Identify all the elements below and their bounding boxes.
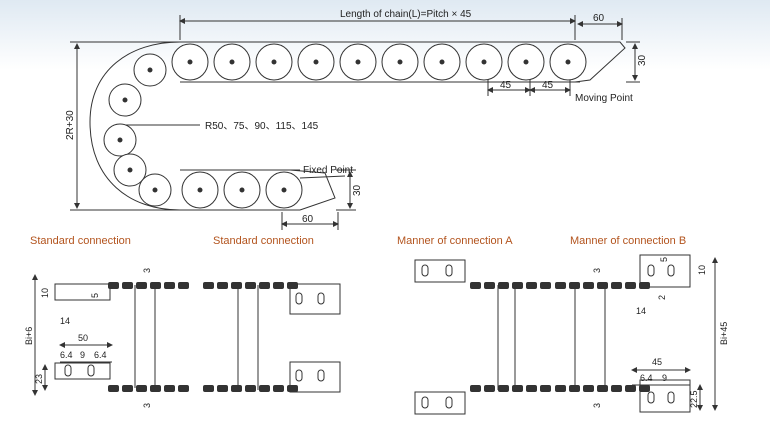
svg-text:45: 45: [652, 357, 662, 367]
svg-text:Bi+6: Bi+6: [24, 327, 34, 345]
chain-bar-segment: [597, 282, 608, 289]
chain-bar-segment: [108, 282, 119, 289]
chain-bar-segment: [178, 385, 189, 392]
title-standard-connection-1: Standard connection: [30, 235, 131, 247]
svg-text:Bi+45: Bi+45: [719, 322, 729, 345]
fixed-height-label: 30: [352, 184, 363, 196]
chain-bar-segment: [273, 282, 284, 289]
svg-text:3: 3: [592, 403, 602, 408]
chain-bar-segment: [512, 385, 523, 392]
svg-text:10: 10: [40, 288, 50, 298]
chain-bar-segment: [259, 385, 270, 392]
svg-text:9: 9: [662, 373, 667, 383]
chain-bar-segment: [611, 385, 622, 392]
chain-bar-segment: [625, 385, 636, 392]
pitch-label-a: 45: [500, 80, 512, 91]
chain-bar-segment: [526, 385, 537, 392]
chain-bar-segment: [122, 385, 133, 392]
chain-bar-segment: [498, 282, 509, 289]
chain-bar-segment: [540, 385, 551, 392]
pitch-label-b: 45: [542, 80, 554, 91]
svg-text:2: 2: [657, 295, 667, 300]
chain-bar-segment: [231, 282, 242, 289]
moving-end-plate: [574, 41, 626, 83]
chain-bar-segment: [108, 385, 119, 392]
svg-text:3: 3: [142, 403, 152, 408]
chain-bar-segment: [470, 385, 481, 392]
chain-bar-segment: [164, 385, 175, 392]
svg-text:23: 23: [34, 374, 44, 384]
chain-length-label: Length of chain(L)=Pitch × 45: [340, 9, 472, 20]
chain-bar-segment: [136, 282, 147, 289]
chain-bar-segment: [569, 385, 580, 392]
svg-text:6.4: 6.4: [640, 373, 653, 383]
chain-bar-segment: [122, 282, 133, 289]
title-connection-a: Manner of connection A: [397, 235, 513, 247]
chain-bar-segment: [164, 282, 175, 289]
moving-offset-label: 60: [593, 13, 605, 24]
chain-bar-segment: [245, 385, 256, 392]
chain-bar-segment: [150, 282, 161, 289]
chain-bar-segment: [203, 385, 214, 392]
moving-point-label: Moving Point: [575, 93, 633, 104]
chain-bar-segment: [583, 282, 594, 289]
chain-bar-segment: [287, 282, 298, 289]
svg-text:3: 3: [592, 268, 602, 273]
chain-bar-segment: [611, 282, 622, 289]
svg-text:6.4: 6.4: [60, 350, 73, 360]
fixed-end-plate: [289, 169, 336, 211]
moving-height-label: 30: [637, 54, 648, 66]
svg-text:10: 10: [697, 265, 707, 275]
chain-bar-segment: [597, 385, 608, 392]
chain-bar-segment: [555, 385, 566, 392]
height-label: 2R+30: [65, 110, 76, 140]
chain-bar-segment: [569, 282, 580, 289]
svg-text:5: 5: [659, 257, 669, 262]
chain-bar-segment: [639, 282, 650, 289]
svg-text:14: 14: [60, 316, 70, 326]
chain-bar-segment: [217, 385, 228, 392]
chain-bar-segment: [498, 385, 509, 392]
radius-label: R50、75、90、115、145: [205, 121, 319, 132]
svg-text:3: 3: [142, 268, 152, 273]
title-standard-connection-2: Standard connection: [213, 235, 314, 247]
chain-bar-segment: [526, 282, 537, 289]
chain-bar-segment: [178, 282, 189, 289]
svg-text:5: 5: [90, 293, 100, 298]
chain-bar-segment: [259, 282, 270, 289]
title-connection-b: Manner of connection B: [570, 235, 687, 247]
chain-bar-segment: [583, 385, 594, 392]
chain-bar-segment: [484, 282, 495, 289]
chain-bar-segment: [217, 282, 228, 289]
fixed-point-label: Fixed Point: [303, 165, 353, 176]
chain-bar-segment: [625, 282, 636, 289]
chain-bar-segment: [273, 385, 284, 392]
chain-bar-segment: [470, 282, 481, 289]
chain-bar-segment: [555, 282, 566, 289]
svg-text:9: 9: [80, 350, 85, 360]
svg-text:6.4: 6.4: [94, 350, 107, 360]
chain-bar-segment: [512, 282, 523, 289]
fixed-offset-label: 60: [302, 214, 314, 225]
chain-bar-segment: [287, 385, 298, 392]
chain-bar-segment: [231, 385, 242, 392]
svg-text:14: 14: [636, 306, 646, 316]
chain-bar-segment: [639, 385, 650, 392]
svg-text:50: 50: [78, 333, 88, 343]
chain-bar-segment: [245, 282, 256, 289]
chain-bar-segment: [150, 385, 161, 392]
svg-text:22.5: 22.5: [689, 390, 699, 408]
chain-bar-segment: [136, 385, 147, 392]
chain-bar-segment: [203, 282, 214, 289]
chain-bar-segment: [484, 385, 495, 392]
chain-bar-segment: [540, 282, 551, 289]
